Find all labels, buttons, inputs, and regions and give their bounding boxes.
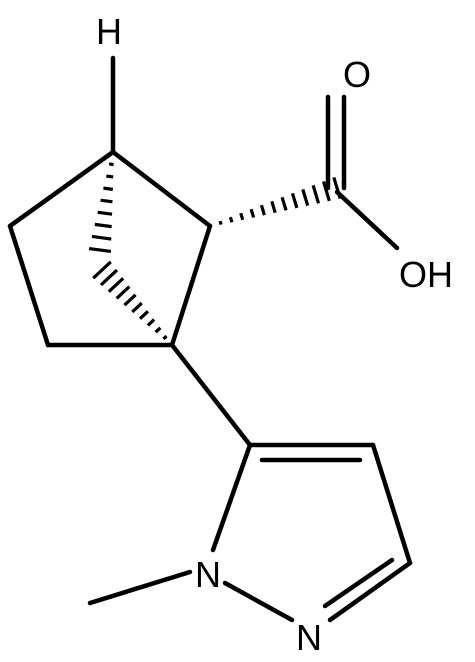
- bond-n1-c5-pyrazole: [210, 442, 253, 553]
- hash-stroke: [108, 162, 114, 167]
- hashed-wedge-acid: [208, 177, 342, 228]
- hash-stroke: [103, 186, 114, 191]
- hash-stroke: [301, 188, 310, 207]
- hash-stroke: [332, 177, 342, 199]
- hash-stroke: [311, 184, 321, 204]
- hash-stroke: [321, 180, 331, 202]
- hash-stroke: [100, 198, 113, 204]
- hashed-wedge-bridge-bottom: [92, 260, 174, 347]
- bond-c3-pyrazole: [169, 342, 253, 448]
- bond-n1-methyl: [87, 569, 193, 606]
- hash-stroke: [239, 212, 245, 221]
- hash-stroke: [131, 301, 143, 314]
- hydroxyl-label: OH: [399, 254, 453, 295]
- bond-c1-c6: [7, 149, 116, 229]
- hash-stroke: [94, 222, 112, 229]
- pyrazole-n2-label: N: [296, 617, 322, 658]
- bond-c3-n2-pyrazole-inner: [322, 557, 395, 609]
- hash-stroke: [146, 318, 156, 327]
- bond-n2-n1-pyrazole: [222, 580, 295, 623]
- hash-stroke: [228, 216, 234, 223]
- hash-stroke: [208, 224, 212, 228]
- hash-stroke: [115, 285, 131, 300]
- hash-stroke: [88, 246, 112, 254]
- hashed-wedge-bridge-top: [88, 150, 115, 254]
- hash-stroke: [106, 174, 114, 179]
- hash-stroke: [97, 210, 113, 216]
- pyrazole-n1-label: N: [195, 554, 221, 595]
- hash-stroke: [170, 343, 174, 347]
- hash-stroke: [138, 310, 150, 320]
- hash-stroke: [270, 200, 277, 214]
- bond-c3-n2-pyrazole: [327, 560, 413, 623]
- hash-stroke: [154, 326, 162, 334]
- hash-stroke: [290, 192, 299, 209]
- bond-c4-c3-pyrazole: [370, 442, 413, 566]
- bond-c2-c3: [169, 223, 213, 348]
- hash-stroke: [259, 204, 266, 216]
- bond-c1-c2: [110, 149, 213, 229]
- bridgehead-hydrogen-label: H: [96, 11, 122, 52]
- hash-stroke: [92, 260, 112, 280]
- hash-stroke: [91, 234, 112, 241]
- hash-stroke: [99, 268, 119, 287]
- hash-stroke: [123, 293, 137, 307]
- hash-stroke: [107, 277, 125, 293]
- hash-stroke: [162, 334, 168, 341]
- hash-stroke: [249, 208, 256, 218]
- bond-c-oh: [334, 189, 400, 251]
- carbonyl-oxygen-label: O: [343, 54, 371, 95]
- hash-stroke: [280, 196, 288, 211]
- hash-stroke: [218, 220, 223, 226]
- bond-c6-c5: [7, 223, 51, 348]
